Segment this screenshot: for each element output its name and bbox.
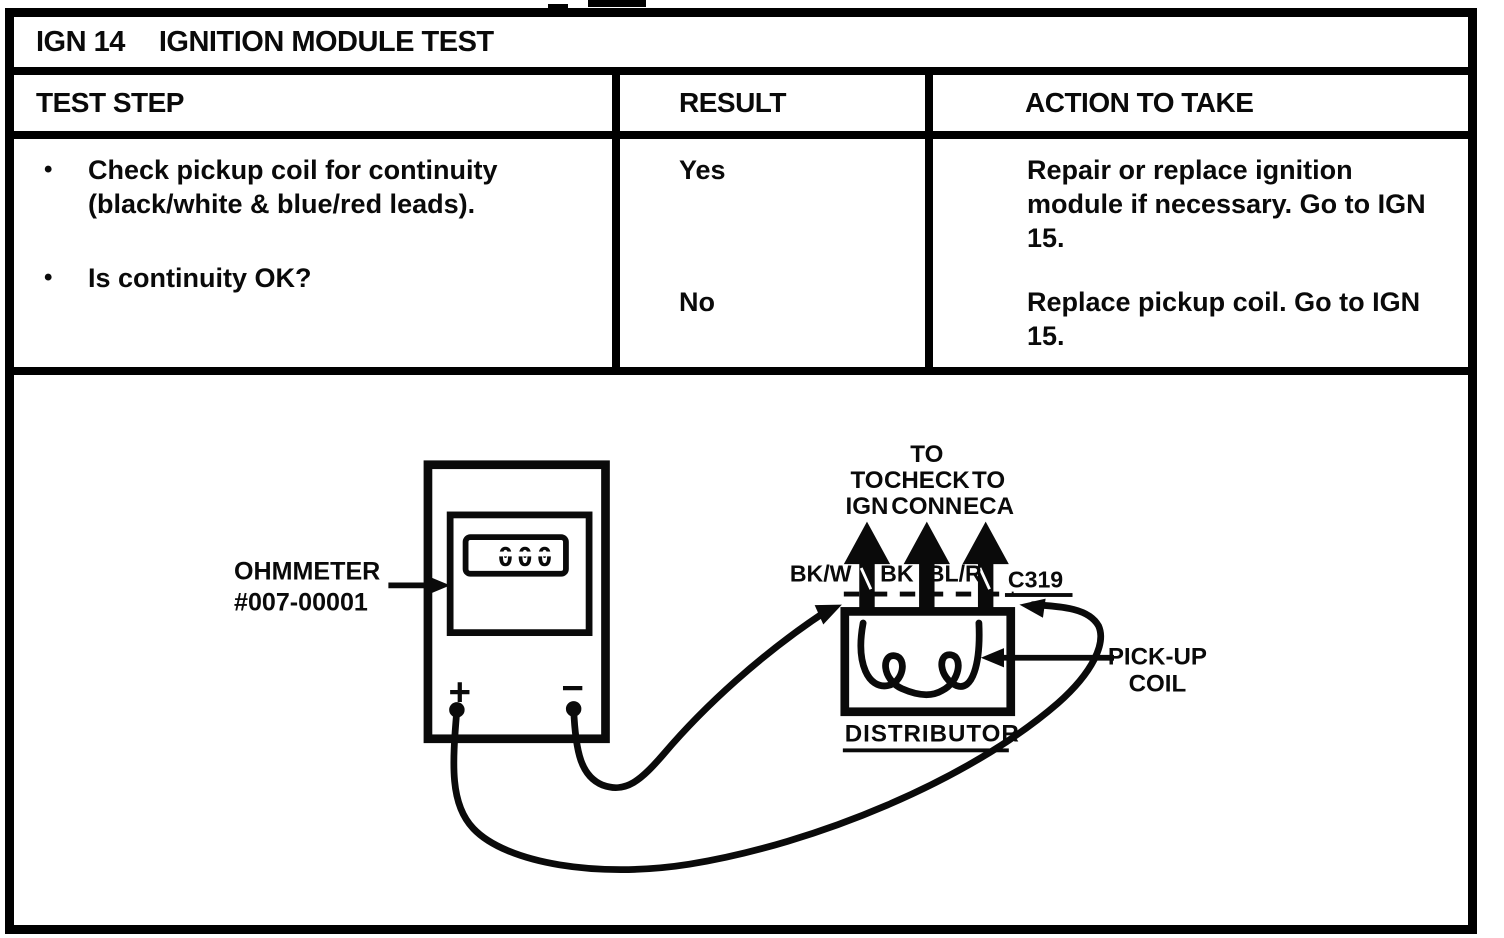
label-to-check-line1: TO (910, 441, 943, 468)
test-title-bar: IGN 14 IGNITION MODULE TEST (14, 17, 1468, 75)
wire-highlight (859, 567, 873, 590)
connector-id-underline (1004, 593, 1073, 597)
label-to-ign-line1: TO (850, 467, 883, 494)
table-body-row: • Check pickup coil for continuity (blac… (14, 139, 1468, 375)
header-action: ACTION TO TAKE (925, 75, 1468, 131)
test-step-cell: • Check pickup coil for continuity (blac… (14, 139, 612, 367)
bullet-icon: • (44, 156, 53, 183)
test-step-item: • Is continuity OK? (44, 261, 582, 295)
header-result: RESULT (612, 75, 925, 131)
test-step-text: Is continuity OK? (88, 263, 312, 293)
test-step-item: • Check pickup coil for continuity (blac… (44, 153, 582, 221)
table-header-row: TEST STEP RESULT ACTION TO TAKE (14, 75, 1468, 139)
action-yes: Repair or replace ignition module if nec… (1027, 155, 1426, 253)
label-pickup-line2: COIL (1129, 670, 1187, 697)
lcd-reading: 000 (498, 543, 557, 573)
wire-highlight (978, 567, 991, 590)
label-to-check-line2: CHECK (884, 467, 970, 494)
result-cell: Yes No (612, 139, 925, 367)
label-to-eca-line1: TO (972, 467, 1005, 494)
action-no: Replace pickup coil. Go to IGN 15. (1027, 287, 1421, 351)
diagram-canvas: TO IGN TO CHECK CONN TO ECA BK/W BK BL/R… (234, 441, 1207, 873)
label-to-ign-line2: IGN (846, 493, 889, 520)
label-wire-blr: BL/R (928, 560, 982, 586)
result-yes: Yes (679, 155, 726, 185)
label-wire-bkw: BK/W (790, 560, 852, 586)
pickup-pointer-arrowhead (980, 648, 1004, 668)
scan-artifact (548, 4, 568, 8)
label-pickup-line1: PICK-UP (1108, 643, 1207, 670)
ohmmeter-pointer-arrowhead (426, 575, 451, 595)
pickup-coil-drawing (857, 619, 983, 699)
label-ohmmeter-part: #007-00001 (234, 588, 368, 616)
ohmmeter-drawing: 000 + − (423, 460, 610, 744)
test-title: IGNITION MODULE TEST (158, 25, 494, 58)
minus-terminal-label: − (561, 667, 584, 710)
label-ohmmeter: OHMMETER (234, 558, 380, 586)
test-step-text: Check pickup coil for continuity (black/… (88, 155, 498, 219)
label-wire-bk: BK (880, 560, 914, 586)
label-to-eca-line2: ECA (963, 493, 1014, 520)
page-frame: IGN 14 IGNITION MODULE TEST TEST STEP RE… (5, 8, 1477, 934)
lcd-segment-gap (493, 551, 556, 557)
test-lead-plus (450, 601, 1105, 873)
label-to-check-line3: CONN (891, 493, 962, 520)
distributor-underline (842, 748, 1009, 753)
test-lead-minus-arrowhead (814, 604, 842, 625)
header-test-step: TEST STEP (36, 87, 184, 118)
test-lead-plus-arrowhead (1019, 598, 1046, 618)
label-connector-id: C319 (1008, 566, 1063, 592)
test-code: IGN 14 (36, 25, 125, 58)
bullet-icon: • (44, 264, 53, 291)
action-cell: Repair or replace ignition module if nec… (925, 139, 1468, 367)
box-notch (986, 617, 998, 627)
wiring-diagram: TO IGN TO CHECK CONN TO ECA BK/W BK BL/R… (14, 375, 1468, 925)
test-lead-minus (570, 605, 834, 792)
scan-artifact (588, 0, 646, 7)
label-distributor: DISTRIBUTOR (845, 721, 1020, 748)
result-no: No (679, 287, 715, 317)
